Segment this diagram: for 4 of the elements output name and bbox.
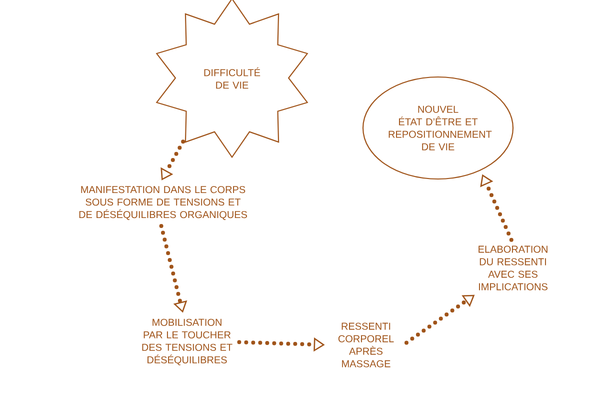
step-text: RESSENTI CORPOREL APRÈS MASSAGE <box>338 322 394 368</box>
step-text: MOBILISATION PAR LE TOUCHER DES TENSIONS ET DÉSÉQUILIBRES <box>142 318 232 366</box>
step-text: ELABORATION DU RESSENTI AVEC SES IMPLICATIONS <box>478 246 548 290</box>
step-text: MANIFESTATION DANS LE CORPS SOUS FORME DE TENSIONS ET DE DÉSÉQUILIBRES ORGANIQUES <box>79 186 247 220</box>
